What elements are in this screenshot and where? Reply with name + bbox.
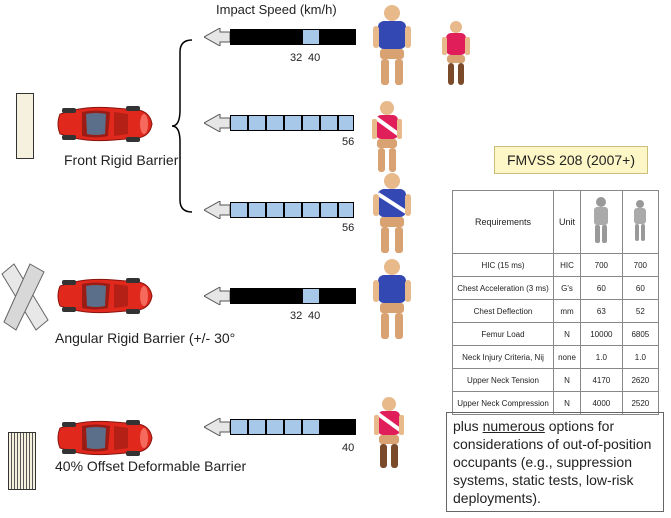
front-barrier-label: Front Rigid Barrier	[64, 152, 179, 168]
speed-label: 32	[290, 310, 303, 322]
table-header-unit: Unit	[553, 190, 581, 254]
dummy-icon	[442, 21, 470, 85]
table-header-requirements: Requirements	[452, 190, 554, 254]
dummy-silhouette-icon	[634, 200, 647, 241]
arrow-left-icon	[204, 28, 231, 46]
speed-bar-row1	[230, 29, 356, 45]
car-icon	[57, 419, 153, 457]
impact-speed-label: Impact Speed (km/h)	[216, 2, 337, 17]
speed-label: 32	[290, 52, 303, 64]
grouping-brace	[172, 39, 193, 213]
deformable-barrier-icon	[8, 432, 36, 490]
dummy-icon	[373, 259, 411, 339]
speed-label: 56	[342, 222, 355, 234]
speed-bar-row4	[230, 288, 356, 304]
out-of-position-note: plus numerous options for considerations…	[446, 412, 664, 512]
arrow-left-icon	[204, 114, 231, 132]
speed-label: 40	[308, 52, 321, 64]
arrow-left-icon	[204, 418, 231, 436]
dummy-silhouette-icon	[594, 197, 609, 243]
table-header-dummy-large	[580, 190, 623, 254]
dummy-icon	[373, 173, 411, 253]
dummy-icon	[372, 101, 402, 172]
dummy-icon	[373, 5, 411, 85]
speed-label: 56	[342, 136, 355, 148]
arrow-left-icon	[204, 287, 231, 305]
standard-title: FMVSS 208 (2007+)	[494, 146, 648, 174]
speed-label: 40	[342, 442, 355, 454]
dummy-icon	[374, 397, 404, 468]
speed-bar-row2	[230, 115, 354, 131]
arrow-left-icon	[204, 201, 231, 219]
speed-bar-row5	[230, 419, 356, 435]
offset-barrier-label: 40% Offset Deformable Barrier	[55, 458, 247, 474]
front-rigid-barrier-icon	[16, 93, 34, 159]
speed-bar-row3	[230, 202, 354, 218]
angular-barrier-label: Angular Rigid Barrier (+/- 30°	[55, 330, 236, 346]
angular-barrier-icon	[1, 263, 49, 331]
speed-label: 40	[308, 310, 321, 322]
car-icon	[57, 105, 153, 143]
table-header-dummy-small	[621, 190, 660, 254]
car-icon	[57, 277, 153, 315]
